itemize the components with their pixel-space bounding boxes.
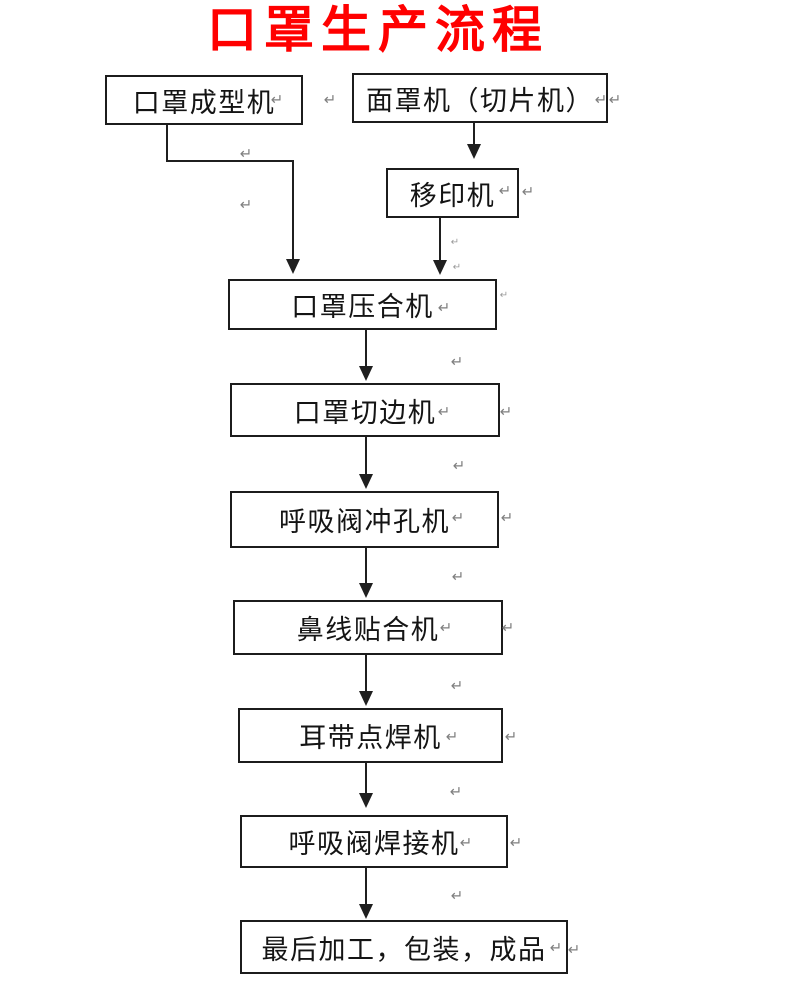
flow-node-mask-edge-cutting-machine: 口罩切边机	[230, 383, 500, 437]
arrowhead-icon	[359, 691, 373, 706]
paragraph-mark-icon: ↵	[549, 938, 563, 957]
paragraph-mark-icon: ↵	[451, 508, 465, 527]
paragraph-mark-icon: ↵	[437, 298, 451, 317]
flow-node-nose-wire-laminating-machine: 鼻线贴合机	[233, 600, 503, 655]
flow-node-final-processing-packaging: 最后加工，包装，成品	[240, 920, 568, 974]
flow-node-label: 呼吸阀冲孔机	[279, 507, 450, 538]
flow-node-label: 移印机	[409, 180, 496, 212]
flow-node-label: 口罩成型机	[132, 87, 276, 119]
paragraph-mark-icon: ↵	[450, 237, 460, 248]
flow-node-mask-pressing-machine: 口罩压合机	[228, 279, 497, 330]
paragraph-mark-icon: ↵	[500, 508, 514, 527]
flow-node-mask-forming-machine: 口罩成型机	[105, 75, 303, 125]
flow-node-label: 最后加工，包装，成品	[261, 934, 547, 966]
page-title: 口罩生产流程	[207, 0, 549, 59]
flow-node-breathing-valve-welding-machine: 呼吸阀焊接机	[240, 815, 508, 868]
paragraph-mark-icon: ↵	[567, 940, 581, 959]
arrowhead-icon	[359, 474, 373, 489]
arrowhead-icon	[359, 793, 373, 808]
flow-node-label: 鼻线贴合机	[296, 615, 440, 646]
paragraph-mark-icon: ↵	[459, 833, 473, 852]
paragraph-mark-icon: ↵	[437, 402, 451, 421]
paragraph-mark-icon: ↵	[450, 676, 464, 695]
paragraph-mark-icon: ↵	[450, 352, 464, 371]
arrowhead-icon	[359, 366, 373, 381]
paragraph-mark-icon: ↵	[452, 262, 462, 273]
paragraph-mark-icon: ↵	[521, 182, 535, 201]
flow-node-label: 口罩切边机	[293, 397, 437, 429]
arrowhead-icon	[359, 904, 373, 919]
paragraph-mark-icon: ↵	[499, 290, 509, 301]
flow-node-pad-printing-machine: 移印机	[386, 168, 519, 218]
paragraph-mark-icon: ↵	[323, 90, 337, 109]
paragraph-mark-icon: ↵	[504, 727, 518, 746]
paragraph-mark-icon: ↵	[501, 618, 515, 637]
paragraph-mark-icon: ↵	[439, 618, 453, 637]
flow-node-label: 呼吸阀焊接机	[288, 829, 460, 860]
paragraph-mark-icon: ↵	[450, 886, 464, 905]
flow-node-ear-strap-spot-welding-machine: 耳带点焊机	[238, 708, 503, 763]
paragraph-mark-icon: ↵	[449, 782, 463, 801]
paragraph-mark-icon: ↵	[499, 402, 513, 421]
paragraph-mark-icon: ↵	[452, 456, 466, 475]
paragraph-mark-icon: ↵	[451, 567, 465, 586]
paragraph-mark-icon: ↵	[608, 90, 622, 109]
flow-node-face-mask-slicing-machine: 面罩机（切片机）	[352, 73, 608, 123]
arrowhead-icon	[359, 583, 373, 598]
flow-node-label: 耳带点焊机	[299, 723, 442, 754]
flow-node-breathing-valve-punching-machine: 呼吸阀冲孔机	[230, 491, 499, 548]
paragraph-mark-icon: ↵	[594, 90, 608, 109]
paragraph-mark-icon: ↵	[239, 144, 253, 163]
arrowhead-icon	[286, 259, 300, 274]
paragraph-mark-icon: ↵	[270, 90, 284, 109]
paragraph-mark-icon: ↵	[509, 833, 523, 852]
flow-node-label: 口罩压合机	[291, 292, 434, 323]
connector-forming-to-pressing	[166, 125, 294, 259]
paragraph-mark-icon: ↵	[498, 181, 512, 200]
flow-node-label: 面罩机（切片机）	[366, 85, 594, 117]
paragraph-mark-icon: ↵	[445, 727, 459, 746]
paragraph-mark-icon: ↵	[239, 195, 253, 214]
arrowhead-icon	[467, 144, 481, 159]
arrowhead-icon	[433, 260, 447, 275]
